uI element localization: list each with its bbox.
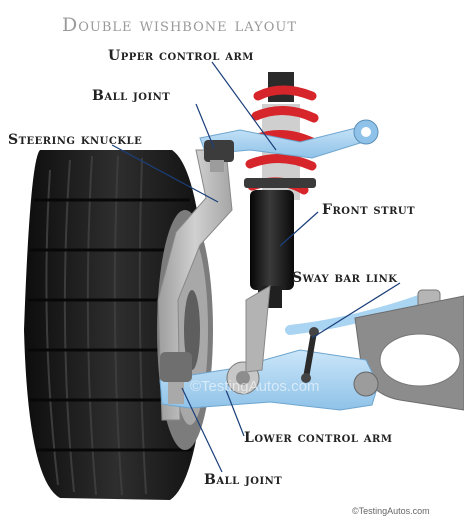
spring-seat bbox=[244, 178, 316, 188]
diagram-title: Double wishbone layout bbox=[62, 14, 298, 36]
label-ball-joint-top: Ball joint bbox=[92, 88, 171, 104]
upper-ball-joint bbox=[204, 140, 234, 172]
label-ball-joint-bottom: Ball joint bbox=[204, 472, 283, 488]
lower-ball-joint bbox=[160, 352, 192, 404]
label-lower-control-arm: Lower control arm bbox=[244, 430, 393, 446]
label-front-strut: Front strut bbox=[322, 202, 416, 218]
label-sway-bar-link: Sway bar link bbox=[292, 270, 398, 286]
label-upper-control-arm: Upper control arm bbox=[108, 48, 254, 64]
label-steering-knuckle: Steering knuckle bbox=[8, 132, 143, 148]
image-credit: ©TestingAutos.com bbox=[352, 506, 430, 516]
watermark: ©TestingAutos.com bbox=[190, 378, 320, 395]
leader-lines bbox=[111, 61, 401, 473]
